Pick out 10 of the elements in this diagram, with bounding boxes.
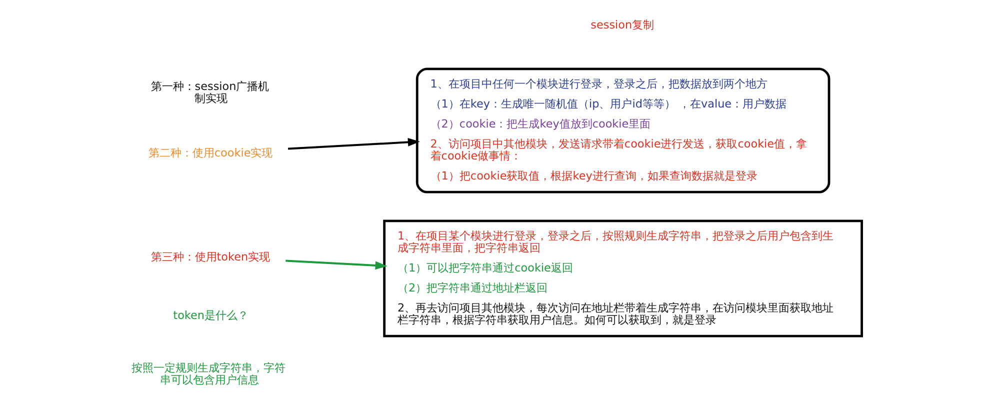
arrow — [285, 260, 387, 270]
node-text: 第三种：使用token实现 — [150, 250, 270, 264]
label: token是什么？ — [172, 309, 248, 322]
arrow — [287, 138, 420, 150]
node-box: 1、在项目某个模块进行登录，登录之后，按照规则生成字符串，把登录之后用户包含到生成字符串里面，把字符串返回 （1）可以把字符串通过cookie返回 （2）把字符串通过地址栏返回 2、再去访问项目其他模块，每次访问在地址栏带着生成字符串，在访问模块里面获取地址栏字符串，根据字符串获取用户信息。如何可以获取到，就是登录 — [382, 220, 862, 338]
node-box: 1、在项目中任何一个模块进行登录，登录之后，把数据放到两个地方 （1）在key：生成唯一随机值（ip、用户id等等） ，在value：用户数据 （2）cookie：把生成key值放到cookie里面 2、访问项目中其他模块，发送请求带着cookie进行发送，获取cookie值，拿着cookie做事情： （1）把cookie获取值，根据key进行查询，如果查询数据就是登录 — [415, 68, 830, 194]
label: 按照一定规则生成字符串，字符串可以包含用户信息 — [131, 361, 286, 386]
label: 第一种：session广播机制实现 — [150, 80, 269, 105]
label: session复制 — [590, 18, 654, 32]
node-text: 第二种：使用cookie实现 — [148, 146, 272, 160]
